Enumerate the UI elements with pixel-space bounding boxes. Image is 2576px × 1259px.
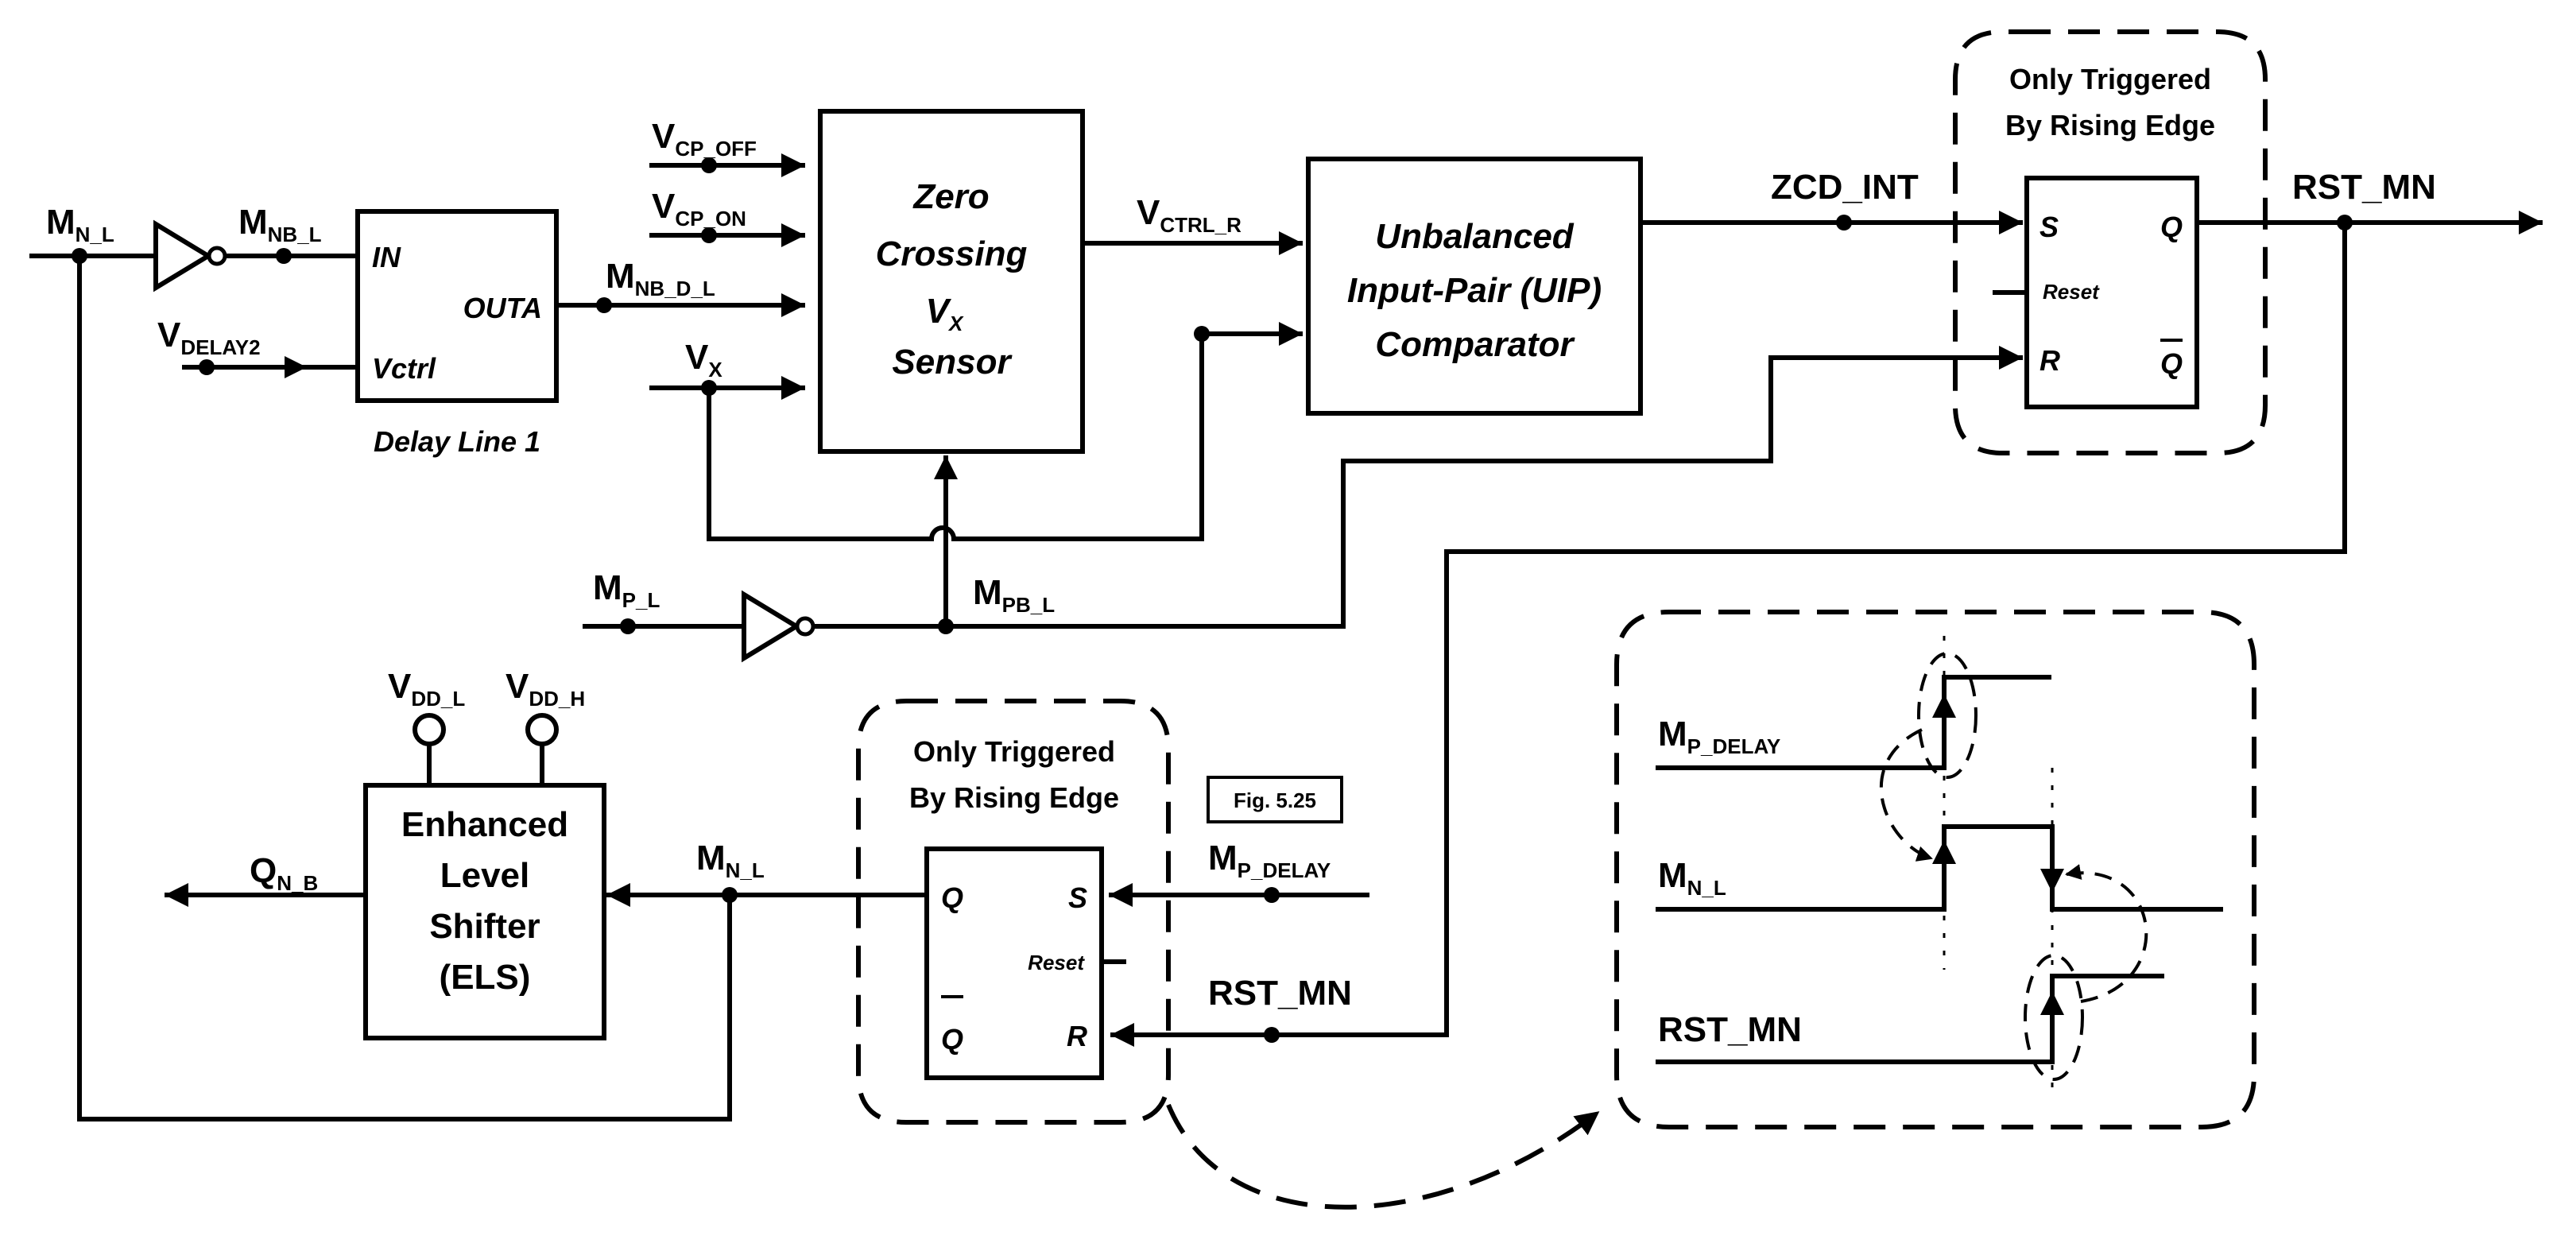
svg-text:S: S [2039, 211, 2059, 243]
figure-reference: Fig. 5.25 [1207, 776, 1343, 823]
label-vdelay2: VDELAY2 [157, 316, 261, 359]
timing-waveform-panel [1614, 610, 2256, 1129]
svg-text:OUTA: OUTA [463, 292, 542, 324]
label-mnb-d-l: MNB_D_L [606, 257, 715, 300]
zero-crossing-sensor-block: Zero Crossing VX Sensor [818, 109, 1085, 454]
uip-comparator-block: Unbalanced Input-Pair (UIP) Comparator [1306, 157, 1643, 416]
svg-text:Comparator: Comparator [1375, 325, 1575, 364]
svg-text:Vctrl: Vctrl [372, 352, 436, 385]
delay-line-block: IN Vctrl OUTA Delay Line 1 [355, 209, 559, 458]
svg-text:Shifter: Shifter [429, 907, 540, 946]
svg-text:Reset: Reset [2043, 280, 2100, 304]
svg-text:Enhanced: Enhanced [401, 805, 568, 844]
svg-text:R: R [2039, 344, 2060, 377]
wave-label-mp-delay: MP_DELAY [1658, 715, 1780, 758]
svg-text:Q: Q [941, 1023, 963, 1056]
label-vx: VX [685, 338, 722, 382]
label-mn-l-out: MN_L [696, 839, 765, 882]
label-vdd-h: VDD_H [506, 667, 585, 711]
svg-text:Sensor: Sensor [892, 343, 1013, 382]
svg-text:Delay Line 1: Delay Line 1 [374, 425, 540, 458]
label-vcp-off: VCP_OFF [652, 117, 757, 161]
svg-text:S: S [1068, 881, 1087, 914]
svg-text:(ELS): (ELS) [440, 958, 531, 997]
label-vcp-on: VCP_ON [652, 187, 746, 230]
label-rst-mn-bottom: RST_MN [1208, 974, 1352, 1013]
label-mp-l: MP_L [593, 568, 660, 612]
svg-text:Level: Level [440, 856, 530, 895]
svg-text:R: R [1067, 1020, 1087, 1052]
label-zcd-int: ZCD_INT [1771, 168, 1919, 207]
svg-text:By Rising Edge: By Rising Edge [909, 781, 1119, 814]
svg-text:VX: VX [926, 292, 964, 335]
svg-text:Fig. 5.25: Fig. 5.25 [1234, 788, 1316, 812]
svg-text:Only Triggered: Only Triggered [2009, 63, 2211, 95]
els-block: Enhanced Level Shifter (ELS) [363, 713, 606, 1040]
zoom-callout-arrow [1166, 1103, 1600, 1210]
wires-bottom [165, 883, 1369, 964]
wave-label-rst-mn: RST_MN [1658, 1010, 1802, 1049]
wave-label-mn-l: MN_L [1658, 856, 1726, 900]
svg-text:Q: Q [2160, 347, 2183, 380]
svg-text:Q: Q [941, 881, 963, 914]
label-mnb-l: MNB_L [238, 203, 322, 246]
svg-text:Zero: Zero [912, 177, 989, 216]
sr-flipflop-top: Only Triggered By Rising Edge S R Q Q Re… [1953, 29, 2268, 455]
svg-text:Unbalanced: Unbalanced [1375, 217, 1575, 256]
label-vdd-l: VDD_L [388, 667, 465, 711]
label-rst-mn-top: RST_MN [2292, 168, 2436, 207]
label-mpb-l: MPB_L [973, 573, 1055, 617]
inverter-2 [742, 590, 801, 663]
svg-text:Q: Q [2160, 211, 2183, 243]
svg-text:Reset: Reset [1028, 951, 1085, 974]
svg-text:Only Triggered: Only Triggered [913, 735, 1115, 768]
inverter-1 [153, 219, 213, 292]
svg-text:Input-Pair (UIP): Input-Pair (UIP) [1347, 271, 1602, 310]
sr-flipflop-bottom: Only Triggered By Rising Edge Q Q S R Re… [856, 699, 1171, 1125]
svg-text:By Rising Edge: By Rising Edge [2005, 109, 2215, 141]
svg-text:IN: IN [372, 241, 401, 273]
label-qn-b: QN_B [250, 851, 318, 895]
label-vctrl-r: VCTRL_R [1137, 193, 1242, 237]
wires-top [29, 153, 2543, 1121]
label-mn-l-in: MN_L [46, 203, 114, 246]
label-mp-delay: MP_DELAY [1208, 839, 1331, 882]
svg-text:Crossing: Crossing [876, 234, 1028, 273]
signal-labels: MN_L MNB_L VDELAY2 VCP_OFF VCP_ON MNB_D_… [46, 117, 2436, 1049]
